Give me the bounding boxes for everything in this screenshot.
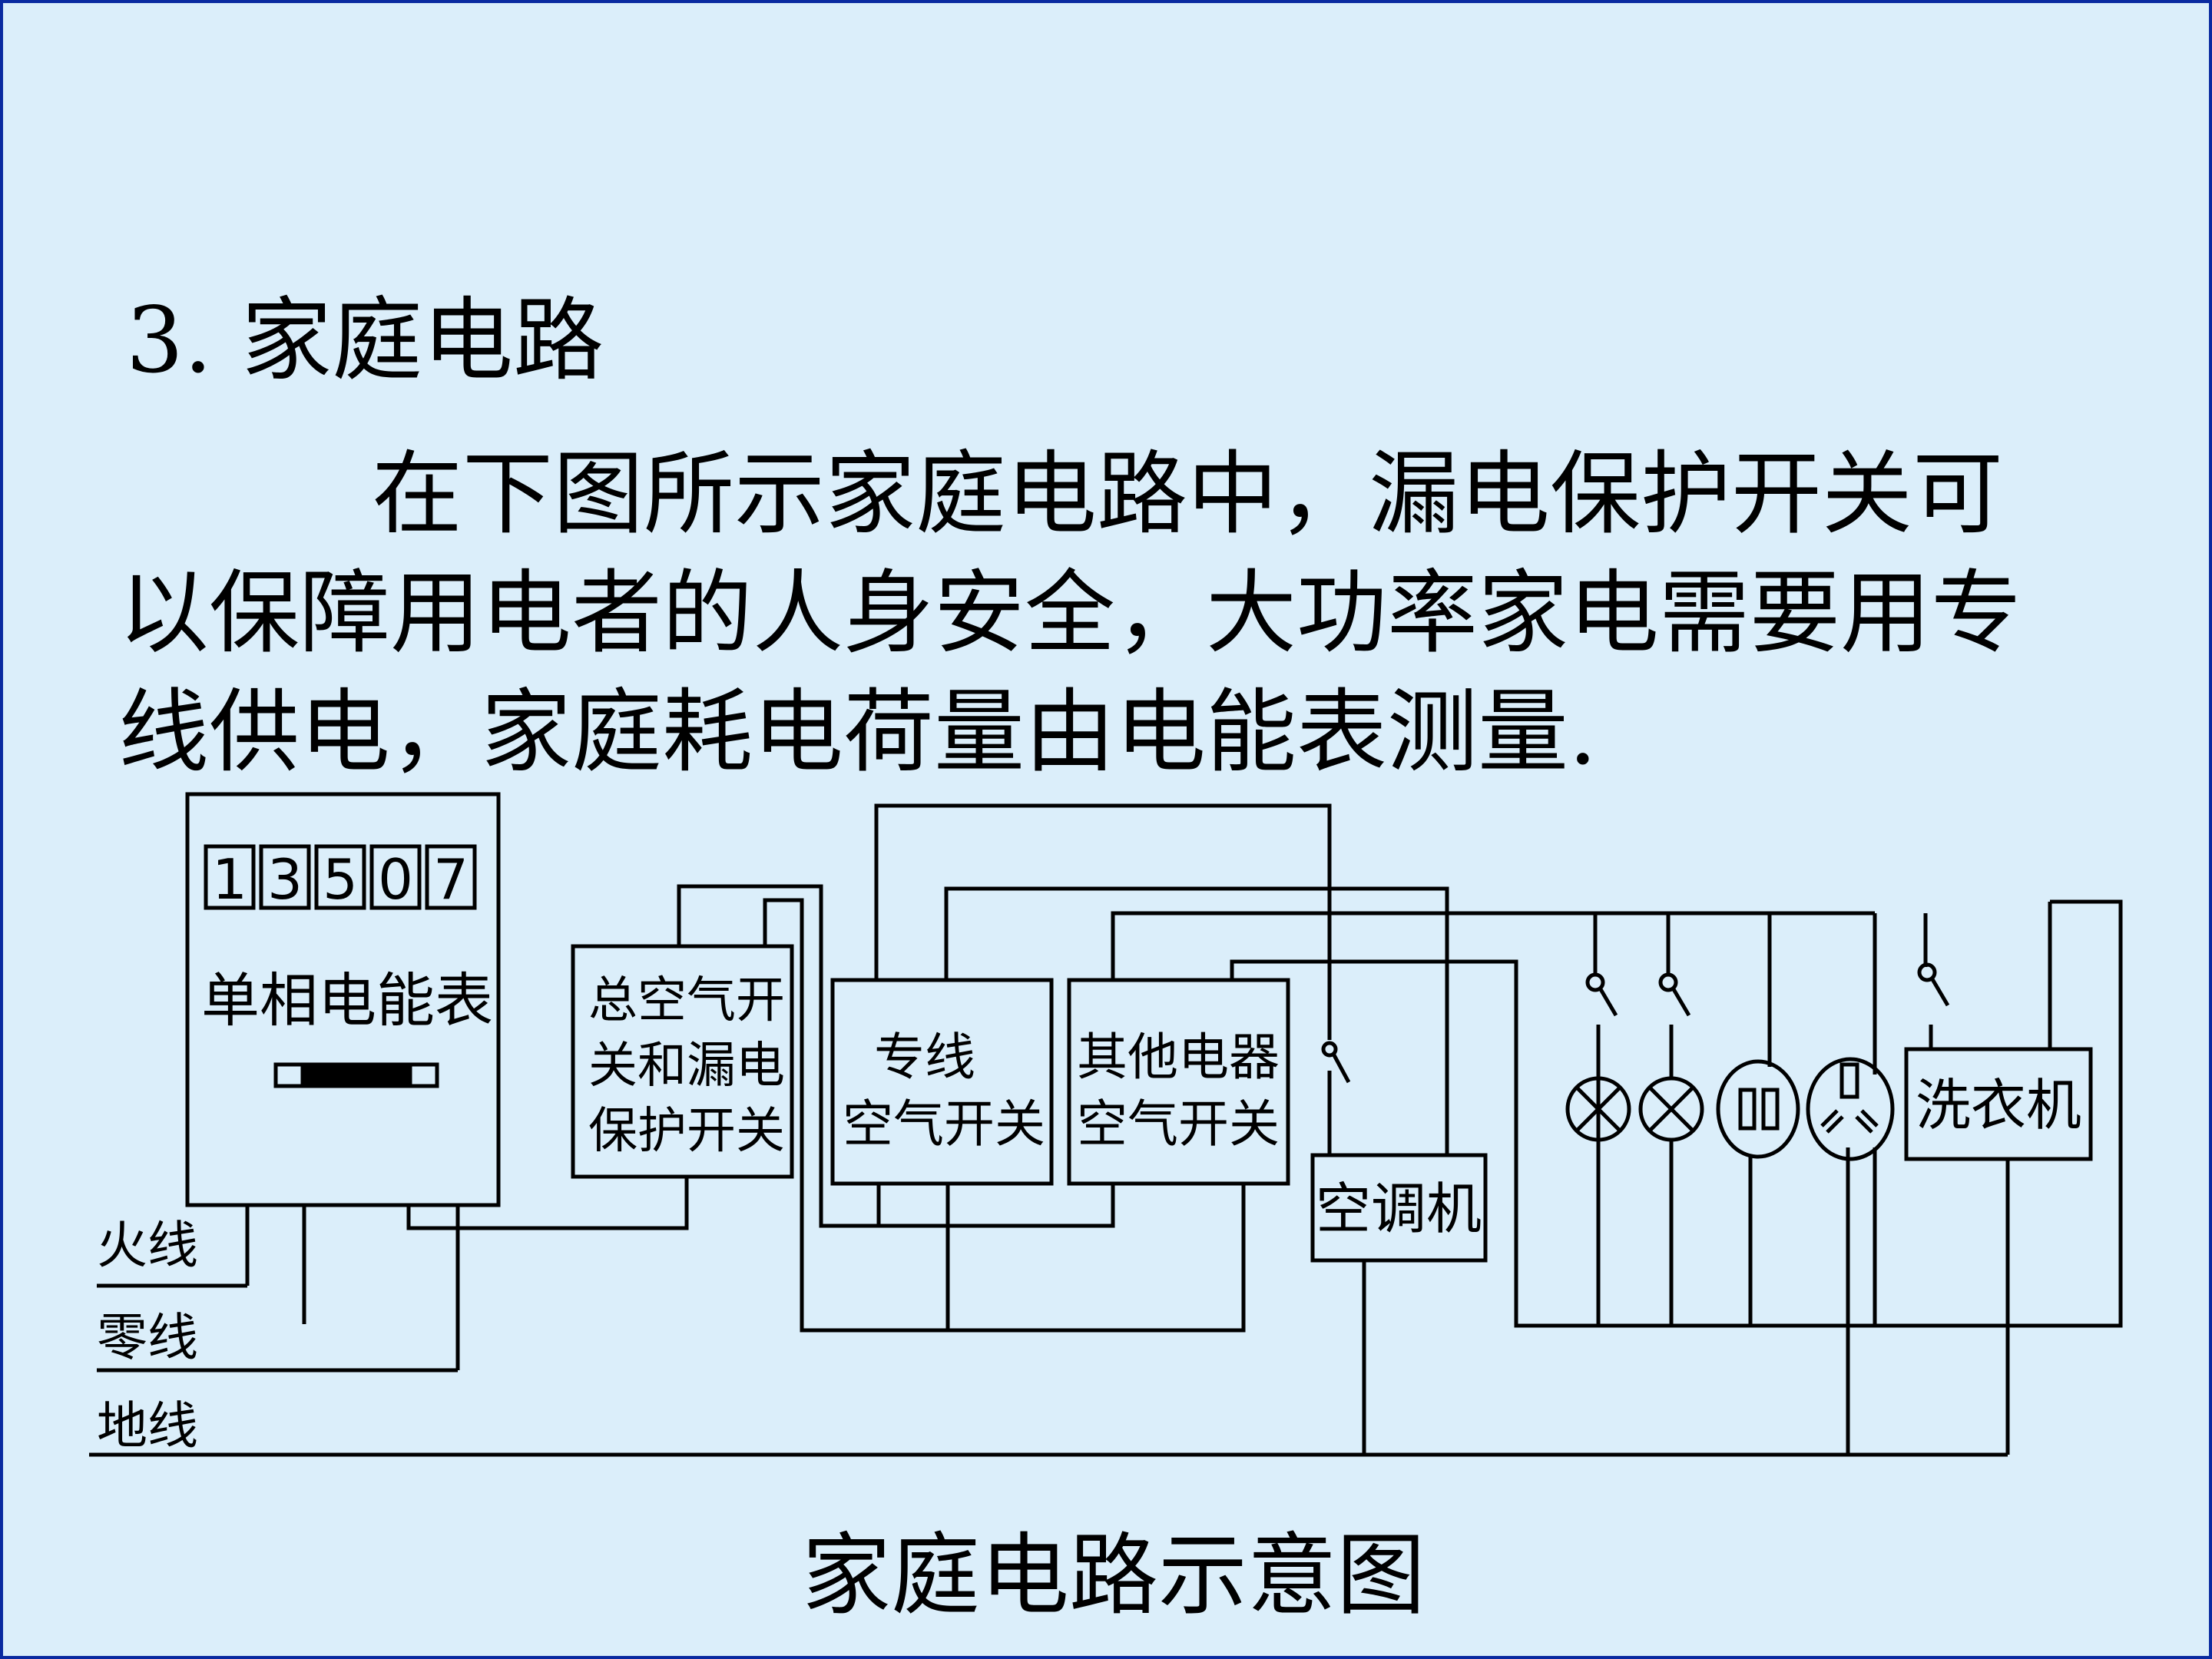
meter-label: 单相电能表 — [201, 966, 493, 1035]
main-switch-label-line: 保护开关 — [588, 1103, 785, 1160]
neutral-wire-label: 零线 — [97, 1308, 198, 1367]
meter-digit-box — [259, 844, 311, 910]
diagram-caption: 家庭电路示意图 — [802, 1524, 1426, 1628]
circuit-wiring — [677, 803, 2123, 1455]
meter-digit-box — [369, 844, 422, 910]
main-switch: 总空气开 关和漏电 保护开关 — [571, 944, 794, 1179]
meter-digit: 0 — [378, 847, 413, 912]
dedicated-line-switch: 专线 空气开关 — [830, 978, 1054, 1186]
live-wire-label: 火线 — [97, 1216, 198, 1275]
meter-window — [273, 1062, 439, 1088]
energy-meter: 1 3 5 0 7 单相电能表 — [185, 792, 689, 1370]
lamp-2 — [1638, 913, 1704, 1326]
washing-machine-branch — [1917, 902, 2052, 1455]
socket-icon — [1806, 1057, 1895, 1161]
air-conditioner-box — [1310, 1153, 1488, 1263]
dedicated-switch-label-line: 专线 — [874, 1028, 975, 1087]
other-switch-label-line: 其他电器 — [1077, 1028, 1280, 1087]
socket-icon — [1716, 1059, 1800, 1159]
meter-digit: 5 — [323, 847, 358, 912]
three-pin-socket — [1806, 913, 1895, 1455]
other-switch-box — [1067, 978, 1290, 1186]
washing-machine: 洗衣机 — [1904, 1047, 2093, 1161]
air-conditioner: 空调机 — [1310, 1153, 1488, 1263]
other-appliances-switch: 其他电器 空气开关 — [1067, 978, 1290, 1186]
meter-digit-box — [314, 844, 366, 910]
supply-wires: 火线 零线 地线 — [89, 1216, 2008, 1457]
main-switch-label-line: 关和漏电 — [588, 1038, 785, 1094]
dedicated-switch-box — [830, 978, 1054, 1186]
paragraph-line-2: 以保障用电者的人身安全，大功率家电需要用专 — [118, 560, 2022, 666]
lamp-1 — [1565, 913, 1631, 1326]
paragraph-line-1: 在下图所示家庭电路中，漏电保护开关可 — [372, 441, 2004, 547]
meter-digit: 1 — [212, 847, 247, 912]
meter-digit-box — [425, 844, 477, 910]
washing-machine-box — [1904, 1047, 2093, 1161]
main-switch-label-line: 总空气开 — [588, 972, 785, 1029]
main-switch-box — [571, 944, 794, 1179]
meter-digit: 3 — [267, 847, 303, 912]
household-circuit-diagram: 1 3 5 0 7 单相电能表 火线 零线 地线 总空气开 关 — [89, 792, 2123, 1457]
ground-wire-label: 地线 — [97, 1396, 198, 1455]
washing-machine-label: 洗衣机 — [1916, 1073, 2081, 1137]
paragraph-line-3: 线供电，家庭耗电荷量由电能表测量. — [118, 679, 1598, 785]
air-conditioner-switch — [1321, 1041, 1351, 1084]
meter-body — [185, 792, 501, 1207]
two-pin-socket — [1716, 913, 1800, 1326]
section-heading: 3. 家庭电路 — [126, 287, 604, 393]
meter-digit-box — [204, 844, 256, 910]
dedicated-switch-label-line: 空气开关 — [843, 1094, 1045, 1154]
air-conditioner-label: 空调机 — [1316, 1177, 1482, 1241]
other-switch-label-line: 空气开关 — [1077, 1094, 1280, 1154]
meter-digit: 7 — [433, 847, 469, 912]
meter-rotor — [300, 1065, 412, 1085]
